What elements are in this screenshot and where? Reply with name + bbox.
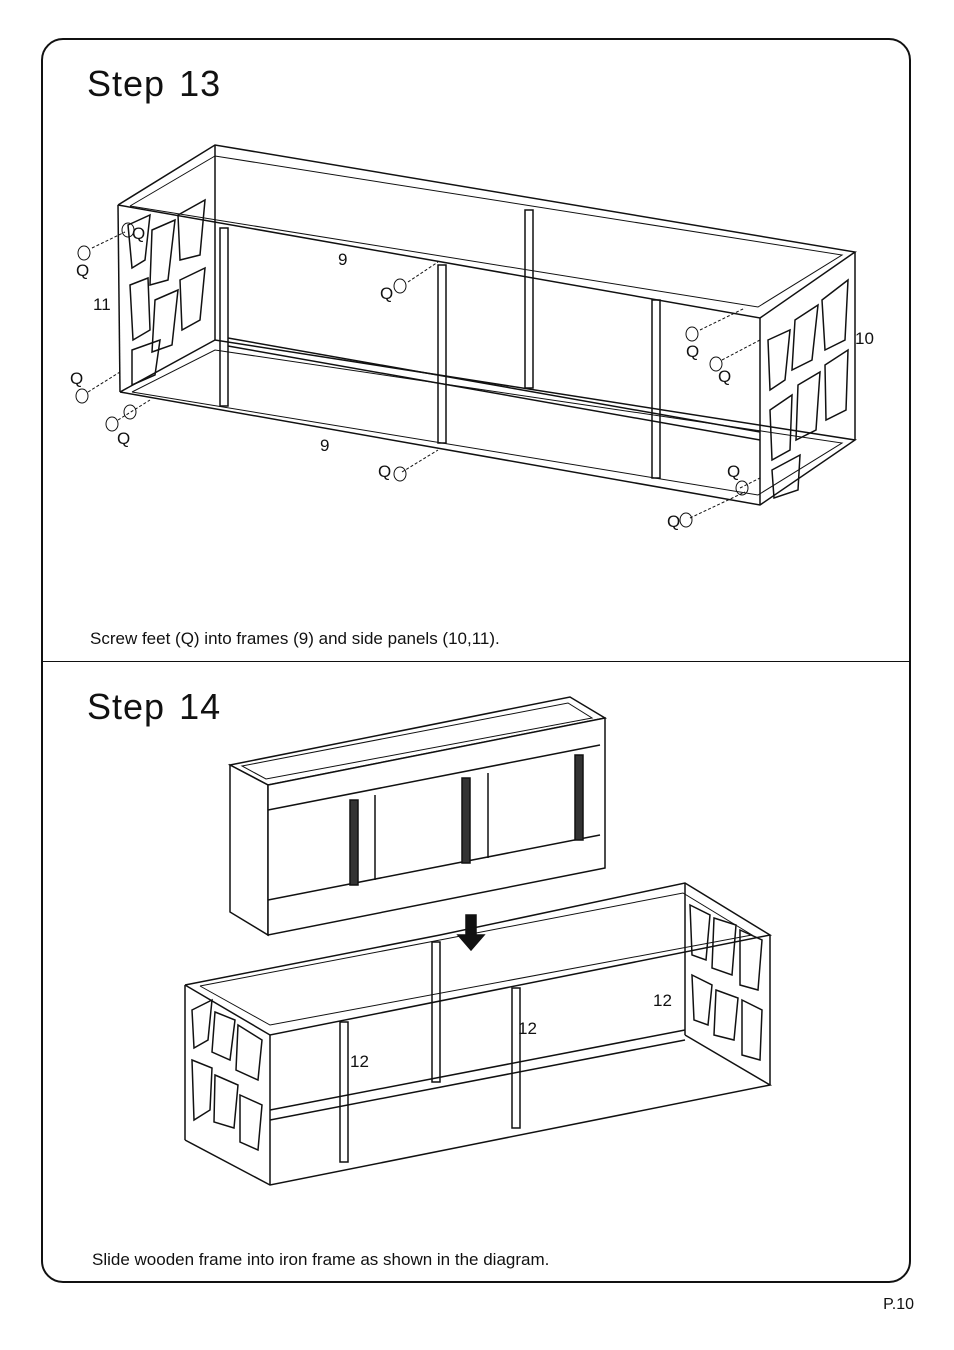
label-q: Q — [70, 369, 83, 388]
label-q: Q — [132, 224, 145, 243]
label-q: Q — [378, 462, 391, 481]
label-q: Q — [727, 462, 740, 481]
step-13-diagram: Q Q Q Q Q Q Q Q Q Q 11 9 9 10 — [70, 144, 874, 531]
label-part-12: 12 — [653, 991, 672, 1010]
step-14-diagram: 12 12 12 — [184, 696, 773, 1186]
step-14-caption: Slide wooden frame into iron frame as sh… — [92, 1250, 550, 1269]
label-part-11: 11 — [93, 295, 111, 314]
label-q: Q — [686, 342, 699, 361]
page-number: P.10 — [883, 1296, 914, 1313]
label-q: Q — [76, 261, 89, 280]
step-13-caption: Screw feet (Q) into frames (9) and side … — [90, 629, 500, 648]
label-q: Q — [380, 284, 393, 303]
label-q: Q — [667, 512, 680, 531]
label-q: Q — [718, 367, 731, 386]
label-part-9-top: 9 — [338, 250, 347, 269]
label-q: Q — [117, 429, 130, 448]
label-part-9-bottom: 9 — [320, 436, 329, 455]
label-part-12: 12 — [350, 1052, 369, 1071]
label-part-10: 10 — [855, 329, 874, 348]
step-divider — [43, 661, 909, 662]
label-part-12: 12 — [518, 1019, 537, 1038]
page-border — [41, 38, 911, 1283]
